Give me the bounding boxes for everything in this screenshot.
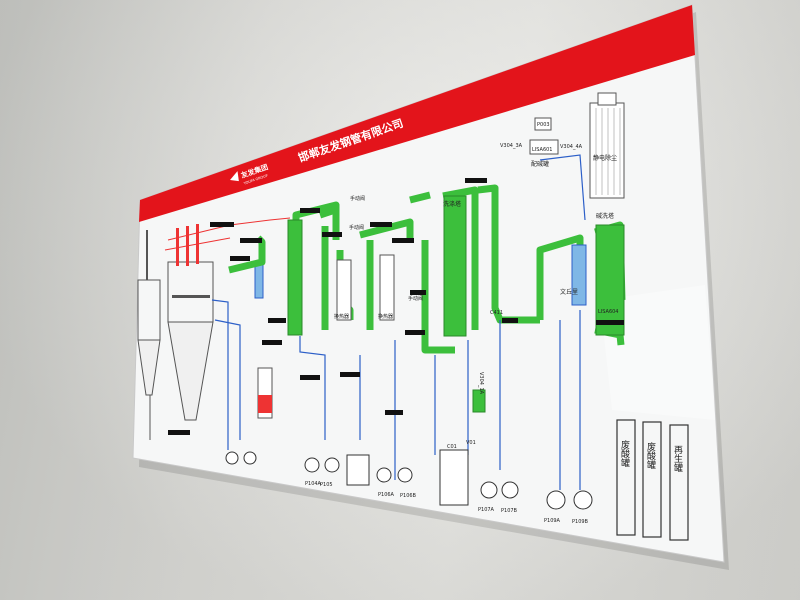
tank-labels: 废酸罐 废酸罐 再生罐 bbox=[619, 439, 683, 473]
label-c411: C411 bbox=[490, 310, 503, 316]
label-p105: P105 bbox=[320, 482, 333, 488]
exchanger-2 bbox=[379, 254, 395, 321]
instrument-tags bbox=[168, 178, 624, 435]
label-p107a: P107A bbox=[478, 507, 495, 513]
red-lines bbox=[164, 217, 291, 251]
label-p109a: P109A bbox=[544, 518, 561, 524]
process-diagram bbox=[137, 92, 689, 541]
label-p106b: P106B bbox=[400, 493, 417, 499]
header-band bbox=[139, 5, 695, 222]
label-venturi: 文丘里 bbox=[560, 288, 578, 296]
label-v304-3a: V304_3A bbox=[500, 143, 523, 149]
blue-column bbox=[254, 261, 264, 299]
label-p109b: P109B bbox=[572, 519, 589, 525]
label-dilute-alkali: 配碱罐 bbox=[531, 160, 549, 168]
label-regen-tank: 再生罐 bbox=[672, 445, 683, 473]
label-p104a: P104A bbox=[305, 481, 322, 487]
esp bbox=[589, 92, 625, 199]
alkali-tower bbox=[595, 224, 625, 336]
label-exchanger-1: 换热器 bbox=[334, 313, 349, 320]
tower-1 bbox=[287, 219, 303, 336]
venturi bbox=[571, 244, 587, 306]
label-hand-valve-2: 手动阀 bbox=[349, 224, 364, 231]
label-v304-4a: V304_4A bbox=[560, 144, 583, 150]
red-tank bbox=[258, 395, 272, 413]
label-v01: V01 bbox=[466, 440, 476, 446]
label-alkali-tower: 碱洗塔 bbox=[596, 212, 614, 220]
pumps bbox=[225, 451, 593, 510]
label-c01: C01 bbox=[447, 444, 457, 450]
label-p106a: P106A bbox=[378, 492, 395, 498]
dilute-tank bbox=[529, 139, 559, 155]
label-v304-1a: V304_1A bbox=[478, 372, 484, 395]
waste-tanks bbox=[616, 419, 689, 541]
process-labels: 静电除尘 碱洗塔 洗涤塔 文丘里 配碱罐 手动阀 手动阀 手动阀 换热器 换热器… bbox=[305, 122, 619, 525]
p003-box bbox=[534, 117, 552, 131]
cyclone bbox=[137, 230, 161, 440]
label-waste-tank-1: 废酸罐 bbox=[619, 439, 630, 468]
label-lisa601: LISA601 bbox=[532, 147, 553, 153]
label-waste-tank-2: 废酸罐 bbox=[645, 441, 656, 470]
c01-tank bbox=[439, 449, 469, 506]
small-tank bbox=[346, 454, 370, 486]
wash-tower bbox=[443, 195, 467, 337]
label-hand-valve-3: 手动阀 bbox=[408, 295, 423, 302]
label-wash-tower: 洗涤塔 bbox=[443, 200, 461, 208]
label-p107b: P107B bbox=[501, 508, 518, 514]
green-filter bbox=[472, 389, 486, 413]
label-exchanger-2: 换热器 bbox=[378, 313, 393, 320]
exchanger-1 bbox=[336, 259, 352, 321]
label-hand-valve-1: 手动阀 bbox=[350, 195, 365, 202]
blue-lines bbox=[211, 154, 586, 490]
label-lisa604: LISA604 bbox=[598, 309, 619, 315]
label-esp: 静电除尘 bbox=[593, 154, 617, 162]
svg-text:YOUFA GROUP: YOUFA GROUP bbox=[243, 174, 268, 186]
label-p003: P003 bbox=[537, 122, 550, 128]
